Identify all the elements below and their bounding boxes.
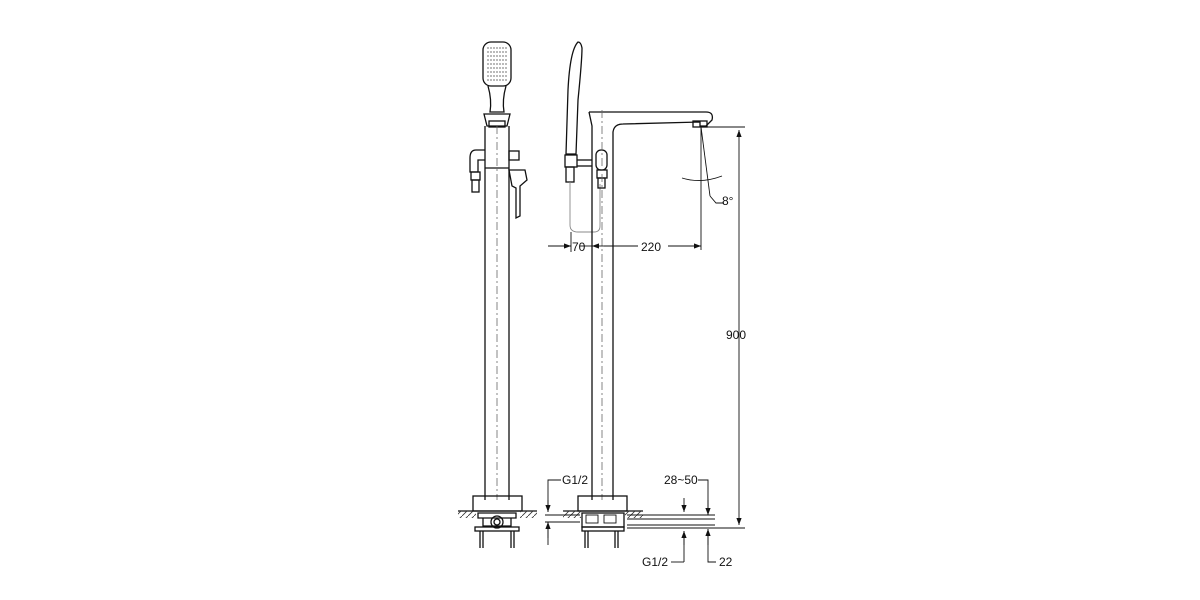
dim-70: 70 [572,240,586,254]
dimensions [545,126,745,563]
dim-900: 900 [726,328,746,342]
hose-connector [469,149,485,173]
dim-g12-bottom: G1/2 [642,555,668,569]
dim-220: 220 [641,240,661,254]
spout [589,111,714,500]
dimension-labels: 70 220 8° 900 G1/2 G1/2 28~50 22 [562,194,746,569]
hand-shower-side [565,41,583,155]
dim-angle: 8° [722,194,734,208]
shower-holder [483,113,511,127]
base-plate [472,495,523,512]
front-view [458,41,537,548]
side-view [563,41,714,548]
dim-g12-top: G1/2 [562,473,588,487]
lever-handle [508,169,528,220]
hand-shower-head [482,41,512,113]
dim-28-50: 28~50 [664,473,698,487]
dim-22: 22 [719,555,733,569]
